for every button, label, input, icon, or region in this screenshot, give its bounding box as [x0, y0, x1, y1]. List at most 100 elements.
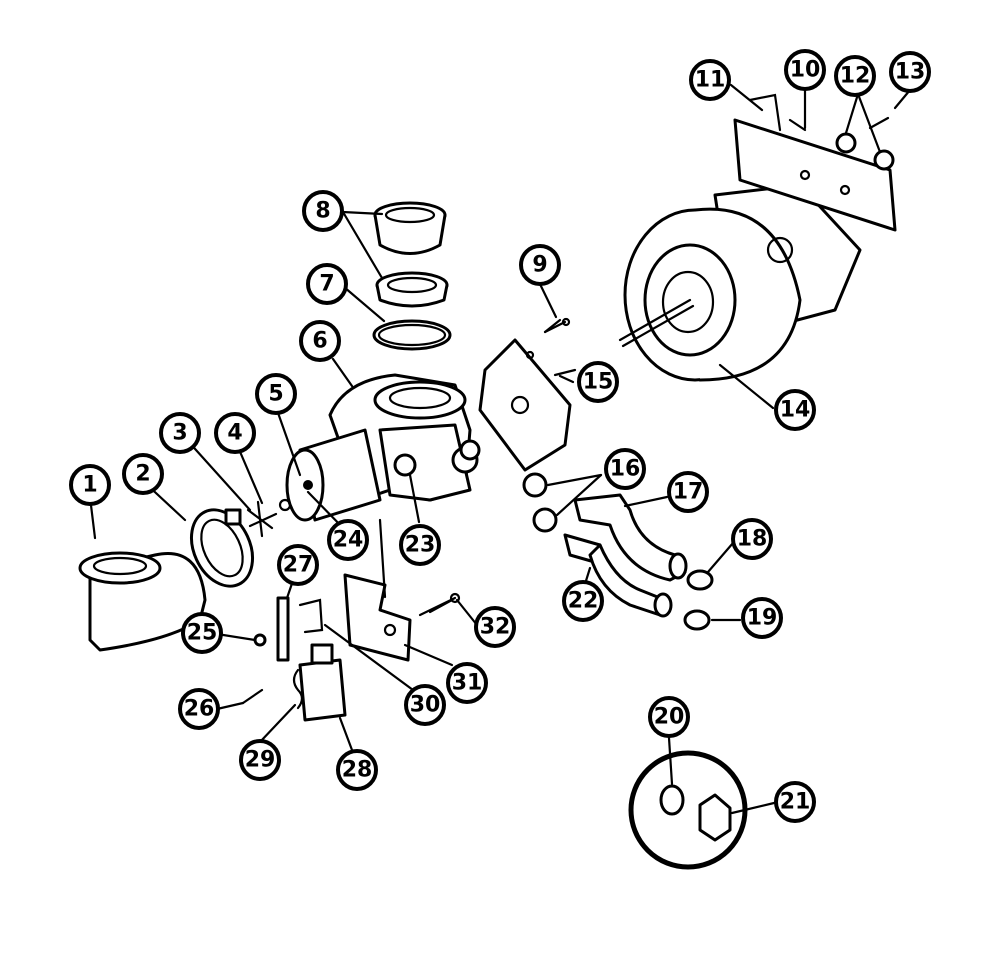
callout-label: 11 [695, 68, 726, 93]
callout-21: 21 [774, 781, 816, 823]
callout-circle [834, 55, 876, 97]
callout-32: 32 [474, 606, 516, 648]
screw-32-part [428, 592, 461, 614]
callout-label: 18 [737, 527, 768, 552]
callout-circle [689, 59, 731, 101]
callout-label: 15 [583, 370, 614, 395]
callout-label: 23 [405, 533, 436, 558]
callout-label: 12 [840, 64, 871, 89]
callout-label: 6 [312, 329, 327, 354]
callout-label: 26 [184, 697, 215, 722]
callout-circle [69, 464, 111, 506]
cap-and-seal-part [372, 201, 452, 351]
callout-circle [181, 612, 223, 654]
linkage-part [276, 596, 324, 710]
callout-label: 1 [82, 473, 97, 498]
callout-label: 17 [673, 480, 704, 505]
callout-label: 14 [780, 398, 811, 423]
callout-circle [255, 373, 297, 415]
callout-26: 26 [178, 688, 220, 730]
callout-2: 2 [122, 453, 164, 495]
callout-label: 28 [342, 758, 373, 783]
clip-part [253, 633, 267, 647]
callout-label: 25 [187, 621, 218, 646]
callout-label: 13 [895, 60, 926, 85]
callout-label: 19 [747, 606, 778, 631]
motor-part [618, 183, 862, 382]
callout-14: 14 [774, 389, 816, 431]
callout-circle [519, 244, 561, 286]
solenoid-bracket-part [343, 573, 457, 662]
callout-circle [774, 781, 816, 823]
impeller-drum-part [285, 428, 382, 522]
callout-circle [741, 597, 783, 639]
callout-label: 16 [610, 457, 641, 482]
callout-23: 23 [399, 524, 441, 566]
pump-cover-plate-part [478, 318, 577, 472]
callout-7: 7 [306, 263, 348, 305]
callout-5: 5 [255, 373, 297, 415]
hose-clamp-part [190, 508, 254, 588]
callout-circle [239, 739, 281, 781]
callout-11: 11 [689, 59, 731, 101]
callout-label: 9 [532, 253, 547, 278]
callout-label: 31 [452, 671, 483, 696]
callout-circle [562, 580, 604, 622]
callout-circle [784, 49, 826, 91]
callout-circle [446, 662, 488, 704]
callout-30: 30 [404, 684, 446, 726]
callout-circle [306, 263, 348, 305]
callout-circle [731, 518, 773, 560]
callout-label: 27 [283, 553, 314, 578]
callout-label: 7 [319, 272, 334, 297]
callout-circle [399, 524, 441, 566]
callout-31: 31 [446, 662, 488, 704]
callout-16: 16 [604, 448, 646, 490]
callout-circle [774, 389, 816, 431]
callout-circle [604, 448, 646, 490]
elbow-part [78, 551, 207, 652]
callout-25: 25 [181, 612, 223, 654]
callout-24: 24 [327, 519, 369, 561]
callout-27: 27 [277, 544, 319, 586]
seal-parts [246, 498, 292, 538]
callout-29: 29 [239, 739, 281, 781]
callout-circle [474, 606, 516, 648]
callout-label: 22 [568, 589, 599, 614]
clamps-18-19 [683, 569, 714, 631]
callout-19: 19 [741, 597, 783, 639]
callout-13: 13 [889, 51, 931, 93]
hose-clamps-part [522, 472, 558, 533]
callout-circle [336, 749, 378, 791]
callout-circle [889, 51, 931, 93]
callout-label: 2 [135, 462, 150, 487]
callout-label: 5 [268, 382, 283, 407]
callout-1: 1 [69, 464, 111, 506]
callout-8: 8 [302, 190, 344, 232]
parts-drawing [78, 93, 897, 870]
callout-label: 29 [245, 748, 276, 773]
callout-circle [299, 320, 341, 362]
callout-circle [667, 471, 709, 513]
callout-12: 12 [834, 55, 876, 97]
screw-9-part [543, 317, 571, 334]
short-hose-part [563, 533, 673, 618]
callout-circle [302, 190, 344, 232]
callout-circle [214, 412, 256, 454]
callout-18: 18 [731, 518, 773, 560]
callout-15: 15 [577, 361, 619, 403]
callout-3: 3 [159, 412, 201, 454]
solenoid-part [298, 643, 347, 722]
callout-circle [277, 544, 319, 586]
callout-label: 8 [315, 199, 330, 224]
callout-10: 10 [784, 49, 826, 91]
callout-circle [404, 684, 446, 726]
mounting-bracket-part [733, 93, 897, 232]
callout-4: 4 [214, 412, 256, 454]
callout-22: 22 [562, 580, 604, 622]
callout-label: 24 [333, 528, 364, 553]
pump-housing-part [328, 373, 481, 502]
callout-9: 9 [519, 244, 561, 286]
